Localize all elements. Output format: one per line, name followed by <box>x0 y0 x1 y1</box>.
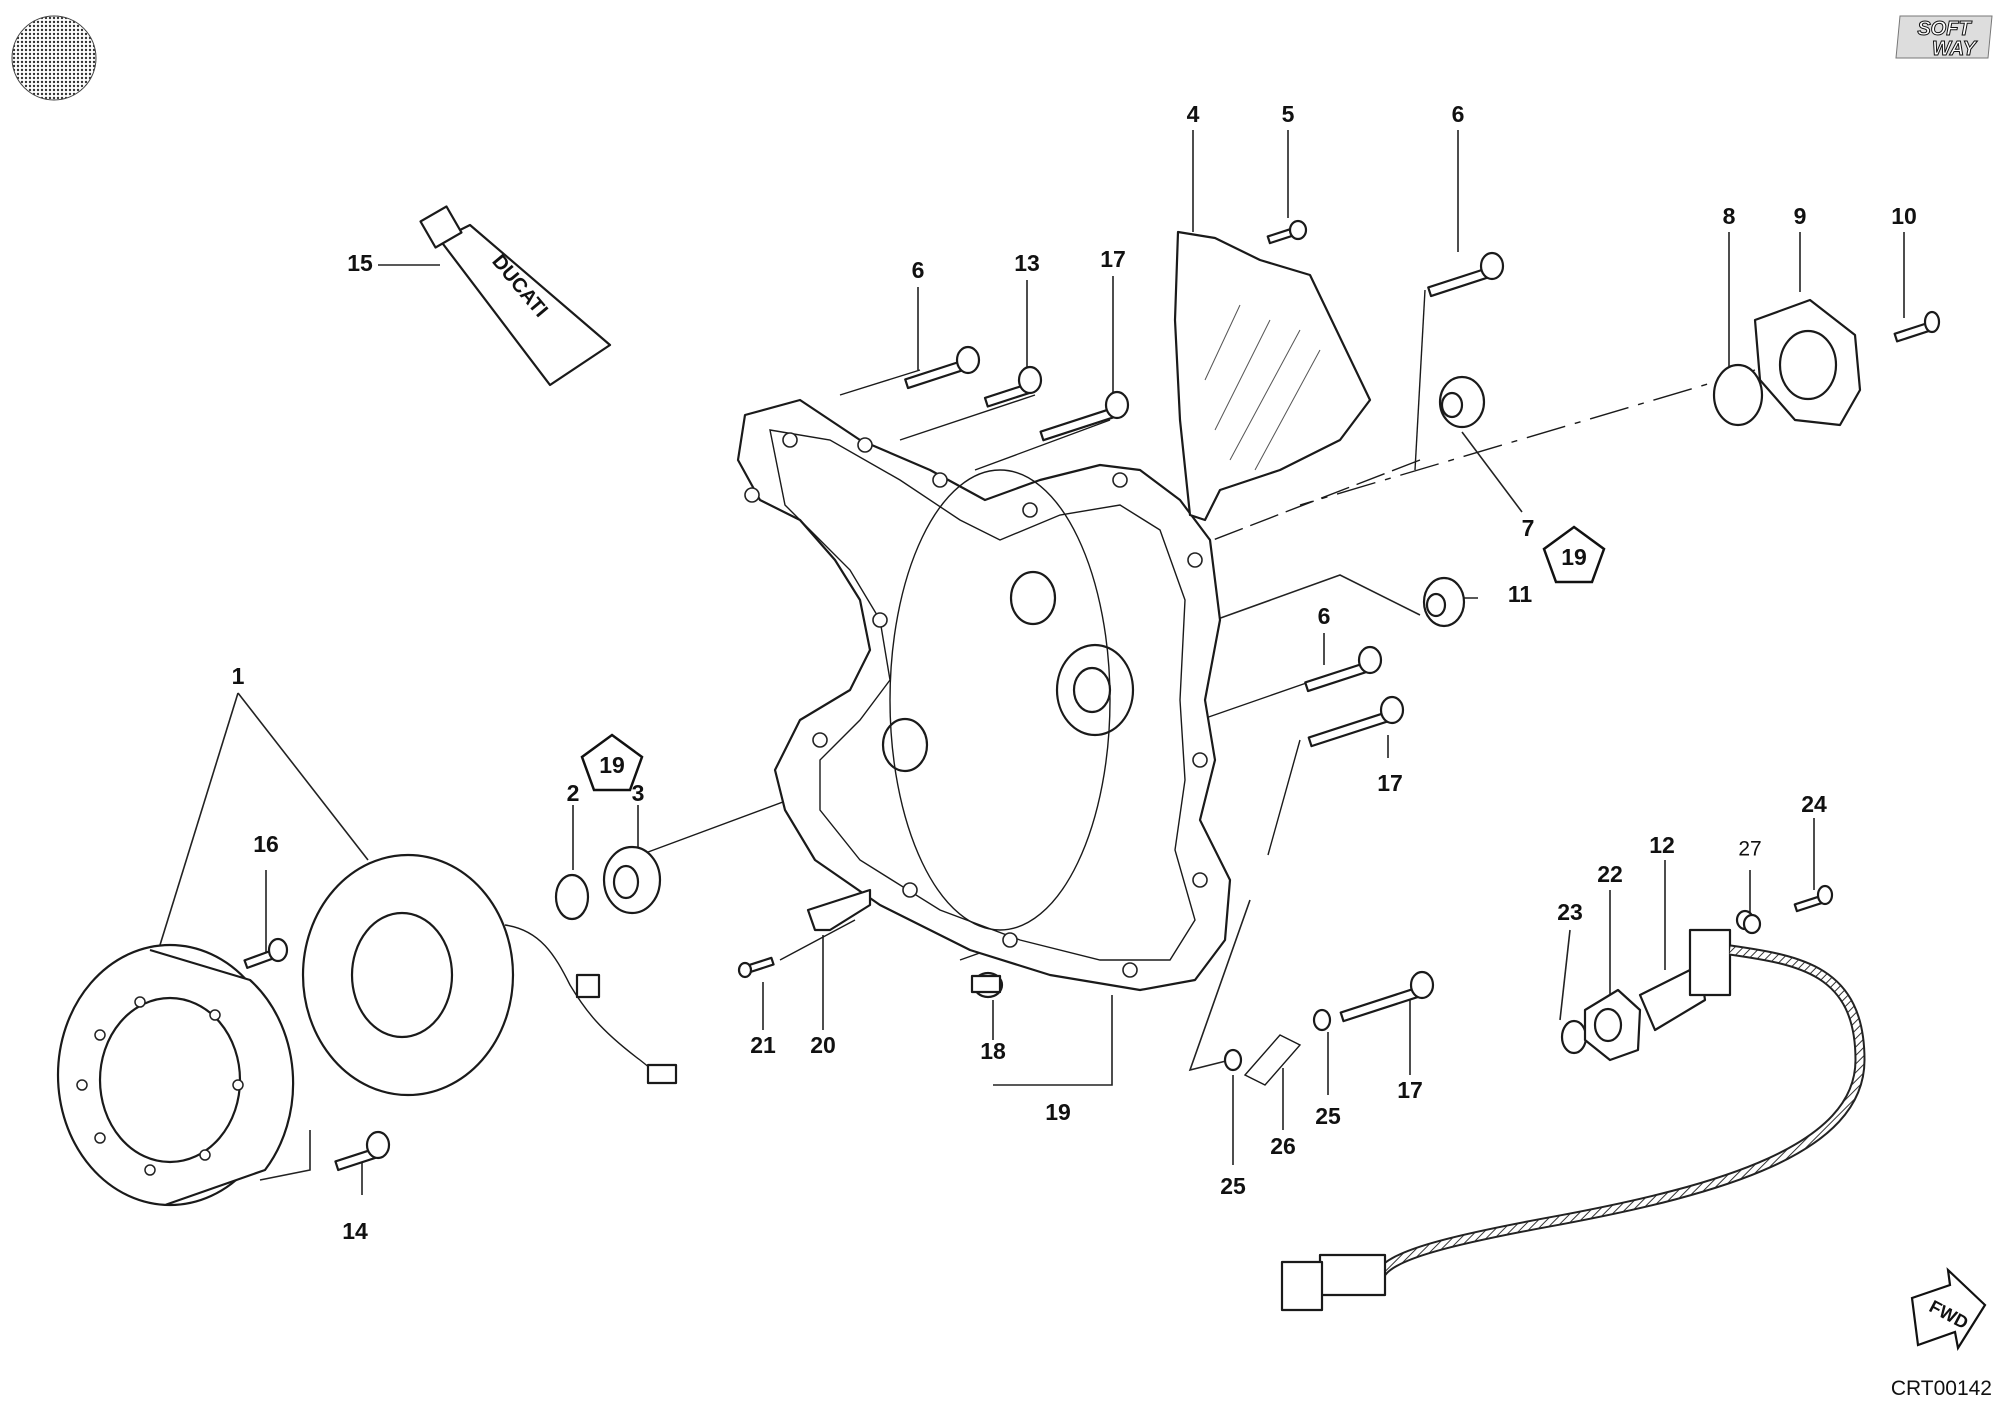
kit-badge-right: 19 <box>1542 525 1606 584</box>
brand-logo-bottom: WAY <box>1932 38 1978 60</box>
bolt-17-bottom <box>1339 970 1435 1023</box>
corner-logo-icon <box>11 15 97 101</box>
engine-cover <box>736 398 1232 992</box>
forward-direction-arrow: FWD <box>1910 1267 1987 1351</box>
clip-20 <box>806 888 872 932</box>
washer-27 <box>1742 913 1762 935</box>
callout-4: 4 <box>1187 101 1200 127</box>
kit-badge-left: 19 <box>580 733 644 792</box>
callout-1: 1 <box>232 663 245 689</box>
callout-6-top-right: 6 <box>1452 101 1465 127</box>
callout-22: 22 <box>1597 861 1623 887</box>
callout-17-bottom: 17 <box>1397 1077 1423 1103</box>
bolt-14 <box>334 1130 391 1172</box>
callout-7: 7 <box>1522 515 1535 541</box>
bolt-10 <box>1893 310 1941 343</box>
bolt-5 <box>1266 219 1308 245</box>
dowel-18 <box>970 971 1004 999</box>
parts-artwork: DUCATI <box>56 205 1941 1312</box>
callout-19: 19 <box>1045 1099 1071 1125</box>
pickup-sensor-12 <box>1280 909 1866 1312</box>
callout-10: 10 <box>1891 203 1917 229</box>
callout-11: 11 <box>1508 581 1533 607</box>
callout-27: 27 <box>1738 838 1761 861</box>
washer-25-left <box>1223 1048 1243 1072</box>
callout-25-right: 25 <box>1315 1103 1341 1129</box>
callout-6-top-left: 6 <box>912 257 925 283</box>
flange-9 <box>1753 298 1862 427</box>
callout-21: 21 <box>750 1032 776 1058</box>
callout-20: 20 <box>810 1032 836 1058</box>
wire-clip-26 <box>1243 1034 1302 1086</box>
bolt-6-top-right <box>1427 251 1505 298</box>
bolt-6-mid <box>1304 645 1383 693</box>
callout-13: 13 <box>1014 250 1040 276</box>
callout-9: 9 <box>1794 203 1807 229</box>
stator <box>301 853 678 1097</box>
kit-badge-right-label: 19 <box>1561 544 1587 570</box>
brand-logo-top: SOFT <box>1917 18 1972 40</box>
bolt-16 <box>243 937 289 969</box>
callout-14: 14 <box>342 1218 368 1244</box>
washer-25-right <box>1312 1008 1332 1032</box>
drawing-code: CRT00142 <box>1891 1377 1992 1400</box>
callout-2: 2 <box>567 780 580 806</box>
callout-3: 3 <box>632 780 645 806</box>
bolt-21 <box>737 956 775 979</box>
bearing-3 <box>602 845 662 915</box>
circlip-2 <box>554 873 590 921</box>
bolt-13 <box>983 365 1043 408</box>
callout-12: 12 <box>1649 832 1675 858</box>
callout-17-top: 17 <box>1100 246 1126 272</box>
bushing-11 <box>1422 576 1466 628</box>
callout-16: 16 <box>253 831 279 857</box>
sealant-tube: DUCATI <box>419 205 612 387</box>
callouts: 1 2 3 4 5 6 6 6 7 8 9 10 11 12 13 14 15 … <box>232 101 1917 1244</box>
callout-25-left: 25 <box>1220 1173 1246 1199</box>
o-ring-23 <box>1560 1019 1588 1055</box>
callout-23: 23 <box>1557 899 1583 925</box>
o-ring-8 <box>1712 363 1764 427</box>
guard-plate-4 <box>1173 230 1372 522</box>
gasket-22 <box>1583 988 1642 1062</box>
callout-18: 18 <box>980 1038 1006 1064</box>
callout-6-mid: 6 <box>1318 603 1331 629</box>
brand-logo: SOFT WAY <box>1895 15 1993 61</box>
bolt-17-mid <box>1307 695 1405 748</box>
callout-15: 15 <box>347 250 373 276</box>
bushing-7 <box>1438 375 1486 429</box>
flywheel-rotor <box>56 943 295 1207</box>
kit-badge-left-label: 19 <box>599 752 625 778</box>
callout-5: 5 <box>1282 101 1295 127</box>
bolt-17-top <box>1039 390 1130 442</box>
callout-24: 24 <box>1801 791 1827 817</box>
callout-26: 26 <box>1270 1133 1296 1159</box>
bolt-6-top-left <box>904 345 981 390</box>
callout-17-mid: 17 <box>1377 770 1403 796</box>
bolt-24 <box>1793 884 1834 913</box>
callout-8: 8 <box>1723 203 1736 229</box>
